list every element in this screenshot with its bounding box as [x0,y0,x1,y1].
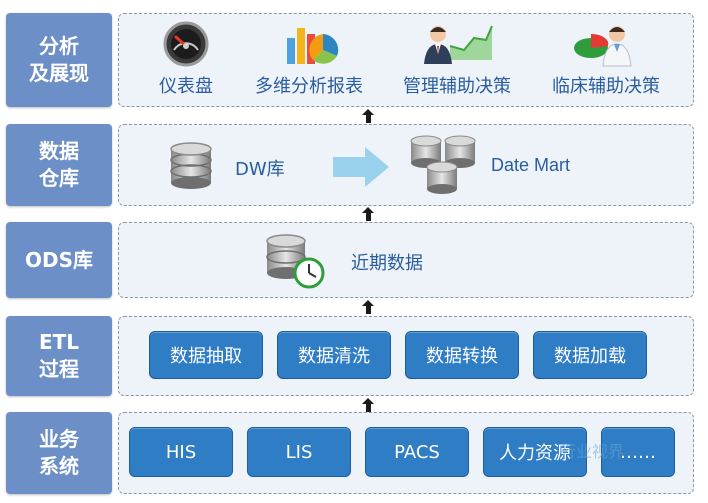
watermark: 行业视界 [560,442,625,461]
dashboard-gauge-icon [163,21,209,67]
tier-label-warehouse: 数据 仓库 [6,124,112,206]
tier-box-ods: 近期数据 [118,222,694,298]
business-system-lis: LIS [247,427,351,477]
tier-label-etl-text: ETL 过程 [38,330,80,381]
tier-box-etl: 数据抽取 数据清洗 数据转换 数据加载 [118,316,694,396]
flow-arrow-business-to-etl [362,398,374,412]
analysis-item-management: 管理辅助决策 [395,20,519,98]
data-mart-databases-icon [410,135,476,194]
business-system-more: …… [601,427,675,477]
flow-arrow-warehouse-to-analysis [362,109,374,123]
etl-step-clean: 数据清洗 [277,331,391,379]
doctor-pie-icon [574,26,632,67]
ods-database-clock-icon [266,234,325,289]
tier-box-warehouse: DW库 Date Mart [118,124,694,206]
analysis-item-clinical: 临床辅助决策 [541,20,671,98]
data-mart-label: Date Mart [491,155,571,175]
etl-step-load: 数据加载 [533,331,647,379]
analysis-item-dashboard: 仪表盘 [141,20,231,98]
dw-label: DW库 [235,159,285,180]
flow-arrow-ods-to-warehouse [362,207,374,221]
business-system-pacs: PACS [365,427,469,477]
tier-box-business: HIS LIS PACS 人力资源 …… [118,412,694,494]
business-system-his: HIS [129,427,233,477]
etl-step-transform: 数据转换 [405,331,519,379]
analysis-item-label: 多维分析报表 [255,76,363,97]
ods-label: 近期数据 [351,253,423,274]
tier-label-warehouse-text: 数据 仓库 [39,139,79,190]
tier-label-business: 业务 系统 [6,412,112,494]
analysis-item-label: 临床辅助决策 [552,76,660,97]
tier-label-ods-text: ODS库 [24,247,93,272]
etl-step-extract: 数据抽取 [149,331,263,379]
tier-label-ods: ODS库 [6,222,112,298]
multidim-report-icon [287,28,339,64]
tier-label-business-text: 业务 系统 [39,427,79,478]
analysis-item-label: 仪表盘 [159,76,213,97]
arrow-right-icon [333,147,389,187]
tier-label-analysis-text: 分析 及展现 [29,34,89,85]
flow-arrow-etl-to-ods [362,300,374,314]
tier-label-etl: ETL 过程 [6,316,112,396]
manager-chart-icon [424,25,493,64]
tier-box-analysis: 仪表盘 多维分析报表 管理辅助决策 [118,13,694,107]
tier-label-analysis: 分析 及展现 [6,13,112,107]
analysis-item-label: 管理辅助决策 [403,76,511,97]
dw-database-icon [170,142,212,189]
analysis-item-multidim-report: 多维分析报表 [239,20,379,98]
business-system-hr: 人力资源 [483,427,587,477]
